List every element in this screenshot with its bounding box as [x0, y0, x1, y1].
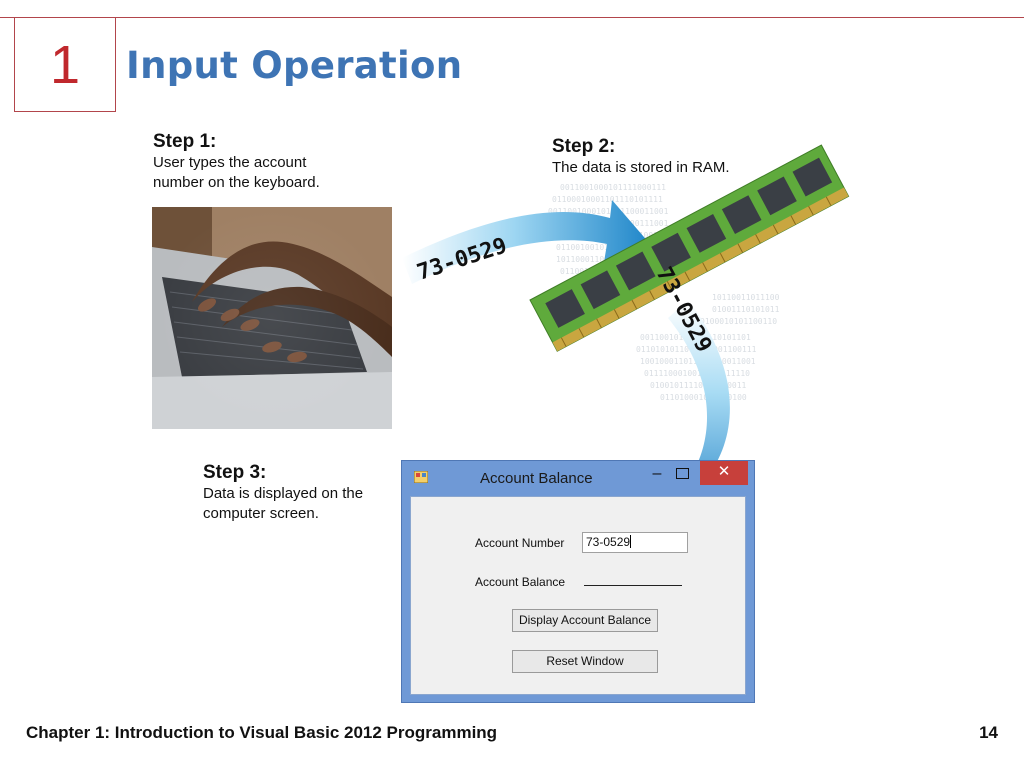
- account-number-input[interactable]: 73-0529: [582, 532, 688, 553]
- svg-text:0011001000101111000111: 0011001000101111000111: [560, 183, 666, 192]
- account-number-value: 73-0529: [586, 535, 630, 549]
- window-title-bar[interactable]: Account Balance – ✕: [402, 461, 754, 496]
- svg-text:011010001000110100: 011010001000110100: [660, 393, 747, 402]
- svg-text:0100010101100110: 0100010101100110: [700, 317, 777, 326]
- svg-text:1001000101111001100111001: 1001000101111001100111001: [548, 219, 669, 228]
- maximize-icon[interactable]: [676, 468, 689, 479]
- arrow-value-label-2: 73-0529: [651, 263, 717, 357]
- chapter-badge: 1: [14, 17, 116, 112]
- svg-text:01100010001101110101111: 01100010001101110101111: [552, 195, 663, 204]
- header-rule: [0, 17, 1024, 18]
- svg-text:01001011110101010011: 01001011110101010011: [650, 381, 747, 390]
- account-number-label: Account Number: [475, 536, 564, 550]
- form-app-icon: [414, 471, 428, 483]
- svg-text:10110011011100: 10110011011100: [712, 293, 780, 302]
- minimize-icon[interactable]: –: [648, 464, 666, 484]
- window-client-area: Account Number 73-0529 Account Balance D…: [410, 496, 746, 695]
- svg-text:0110011001011110001100: 0110011001011110001100: [560, 267, 666, 276]
- step-3-heading: Step 3:: [203, 462, 403, 484]
- svg-text:0111100010011110111110: 0111100010011110111110: [644, 369, 750, 378]
- reset-window-button[interactable]: Reset Window: [512, 650, 658, 673]
- svg-text:100100011011010110011001: 100100011011010110011001: [640, 357, 756, 366]
- binary-texture: 0011001000101111000111 01100010001101110…: [548, 183, 780, 402]
- chapter-number: 1: [50, 38, 80, 92]
- step-2-text: The data is stored in RAM.: [552, 158, 752, 178]
- step-2-heading: Step 2:: [552, 136, 752, 158]
- step-1-heading: Step 1:: [153, 131, 353, 153]
- slide-title: Input Operation: [126, 44, 462, 87]
- footer-chapter-text: Chapter 1: Introduction to Visual Basic …: [26, 723, 497, 743]
- svg-text:1011000110101111100100101: 1011000110101111100100101: [556, 255, 677, 264]
- svg-text:00110010110100110101101: 00110010110100110101101: [640, 333, 751, 342]
- account-balance-output: [584, 585, 682, 586]
- step-3-text: Data is displayed on the computer screen…: [203, 484, 403, 524]
- step-1-text: User types the account number on the key…: [153, 153, 353, 193]
- svg-text:01100100101100011010100110: 01100100101100011010100110: [556, 243, 681, 252]
- account-balance-label: Account Balance: [475, 575, 565, 589]
- svg-text:00110010011011100110010110: 00110010011011100110010110: [552, 231, 677, 240]
- text-caret: [630, 535, 631, 548]
- step-1: Step 1: User types the account number on…: [153, 131, 353, 193]
- svg-text:0110101011001101001100111: 0110101011001101001100111: [636, 345, 757, 354]
- close-icon[interactable]: ✕: [700, 461, 748, 485]
- step-2: Step 2: The data is stored in RAM.: [552, 136, 752, 178]
- account-balance-window: Account Balance – ✕ Account Number 73-05…: [401, 460, 755, 703]
- page-number: 14: [979, 723, 998, 743]
- display-account-balance-button[interactable]: Display Account Balance: [512, 609, 658, 632]
- step-3: Step 3: Data is displayed on the compute…: [203, 462, 403, 524]
- svg-text:0011001000101011100011001: 0011001000101011100011001: [548, 207, 669, 216]
- arrow-keyboard-to-ram: [402, 200, 650, 284]
- svg-text:01001110101011: 01001110101011: [712, 305, 780, 314]
- window-title: Account Balance: [480, 470, 593, 487]
- laptop-keyboard-photo: [152, 207, 392, 429]
- arrow-value-label-1: 73-0529: [414, 233, 510, 285]
